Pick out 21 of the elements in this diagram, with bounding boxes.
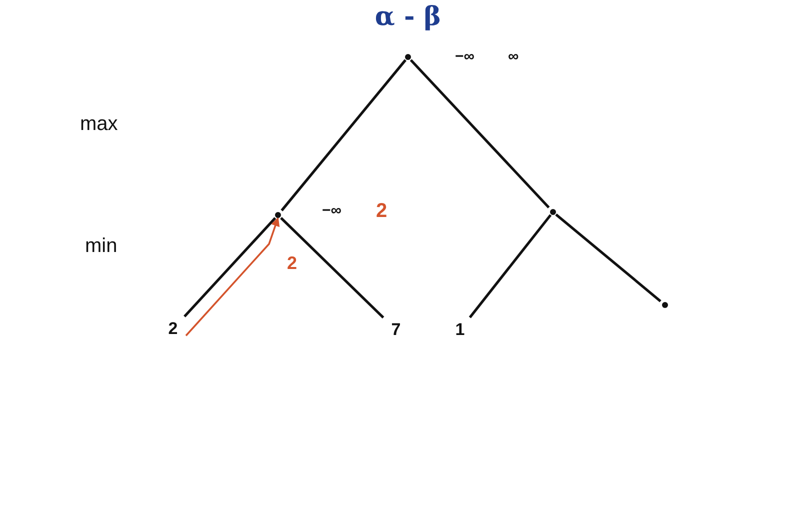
diagram-title: α - β bbox=[374, 2, 442, 32]
level-label: min bbox=[85, 235, 118, 258]
beta-value: 2 bbox=[376, 200, 388, 223]
tree-branch-line bbox=[280, 216, 384, 319]
leaf-value: 2 bbox=[160, 318, 186, 340]
leaf-value: 7 bbox=[384, 319, 408, 341]
tree-branch-line bbox=[410, 59, 550, 208]
tree-branch-line bbox=[184, 217, 276, 318]
alpha-value: −∞ bbox=[322, 202, 342, 219]
tree-branch-line bbox=[555, 214, 662, 302]
tree-node-dot bbox=[405, 54, 411, 60]
tree-branch-line bbox=[468, 214, 552, 318]
arrow bbox=[185, 217, 280, 336]
tree-branch-line bbox=[280, 59, 406, 212]
tree-node-dot bbox=[662, 302, 668, 308]
tree-node-dot bbox=[550, 209, 556, 215]
beta-value: ∞ bbox=[508, 48, 519, 65]
tree-node-dot bbox=[275, 212, 281, 218]
alpha-value: −∞ bbox=[455, 48, 474, 65]
leaf-value: 1 bbox=[448, 319, 472, 341]
level-label: max bbox=[80, 113, 118, 136]
